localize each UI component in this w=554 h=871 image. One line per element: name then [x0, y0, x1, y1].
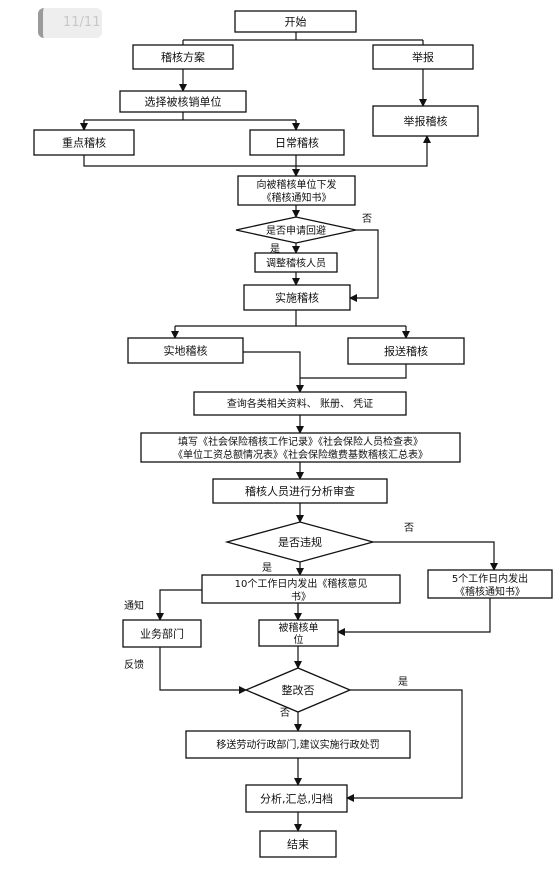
node-report-audit-label: 举报稽核 — [404, 114, 448, 128]
node-daily-audit: 日常稽核 — [249, 129, 345, 156]
node-start-label: 开始 — [285, 15, 307, 29]
node-audit-plan-label: 稽核方案 — [161, 50, 205, 64]
node-audited-unit-line1: 被稽核单 — [279, 621, 319, 634]
node-onsite-audit-label: 实地稽核 — [164, 344, 208, 358]
node-implement-audit: 实施稽核 — [243, 284, 351, 311]
node-fill-forms-line2: 《单位工资总额情况表》《社会保险缴费基数稽核汇总表》 — [173, 448, 428, 461]
decision-apply-recusal-label: 是否申请回避 — [266, 224, 326, 237]
page-indicator-badge: 11/11 — [38, 8, 102, 38]
node-adjust-staff: 调整稽核人员 — [254, 252, 338, 273]
node-implement-audit-label: 实施稽核 — [275, 291, 319, 305]
node-opinion-letter: 10个工作日内发出《稽核意见 书》 — [201, 574, 401, 604]
edge-key-merge — [83, 155, 296, 167]
label-recusal-no: 否 — [362, 213, 372, 225]
label-recusal-yes: 是 — [270, 243, 280, 255]
page-indicator: 11/11 — [63, 15, 101, 30]
decision-violation: 是否违规 — [224, 521, 376, 563]
decision-rectified-label: 整改否 — [282, 683, 315, 697]
edge-submit-query — [300, 364, 407, 379]
node-opinion-letter-line2: 书》 — [291, 591, 311, 603]
edge-select-split — [83, 112, 297, 129]
node-end-label: 结束 — [287, 838, 309, 851]
node-fill-forms: 填写《社会保险稽核工作记录》《社会保险人员检查表》 《单位工资总额情况表》《社会… — [140, 432, 461, 463]
decision-violation-label: 是否违规 — [278, 535, 322, 549]
label-rectified-no: 否 — [280, 707, 290, 719]
node-archive: 分析,汇总,归档 — [245, 784, 348, 813]
node-analysis-review: 稽核人员进行分析审查 — [212, 478, 388, 504]
label-rectified-yes: 是 — [398, 676, 408, 688]
node-notice-5days: 5个工作日内发出 《稽核通知书》 — [427, 569, 553, 599]
node-adjust-staff-label: 调整稽核人员 — [266, 257, 326, 270]
node-select-unit-label: 选择被核销单位 — [145, 95, 222, 109]
label-feedback: 反馈 — [124, 658, 144, 671]
decision-apply-recusal: 是否申请回避 — [235, 216, 357, 244]
node-audit-plan: 稽核方案 — [132, 44, 234, 70]
node-audited-unit: 被稽核单 位 — [258, 619, 339, 647]
node-analysis-review-label: 稽核人员进行分析审查 — [245, 484, 355, 498]
label-notify: 通知 — [124, 599, 144, 612]
node-end: 结束 — [259, 830, 337, 858]
node-transfer-penalty: 移送劳动行政部门,建议实施行政处罚 — [185, 730, 411, 759]
node-archive-label: 分析,汇总,归档 — [260, 792, 333, 806]
node-issue-notice-line1: 向被稽核单位下发 — [257, 178, 337, 191]
node-submit-audit-label: 报送稽核 — [384, 344, 428, 358]
node-submit-audit: 报送稽核 — [347, 337, 465, 365]
node-report-audit: 举报稽核 — [372, 105, 479, 137]
node-notice-5days-line1: 5个工作日内发出 — [452, 572, 528, 585]
connectors — [80, 32, 498, 832]
node-select-unit: 选择被核销单位 — [119, 90, 247, 113]
edge-start-split — [182, 32, 424, 45]
node-transfer-penalty-label: 移送劳动行政部门,建议实施行政处罚 — [216, 738, 379, 751]
node-business-dept: 业务部门 — [122, 619, 202, 648]
edge-implement-split — [175, 310, 406, 327]
node-key-audit: 重点稽核 — [33, 129, 135, 156]
decision-rectified: 整改否 — [244, 667, 352, 713]
edge-business-rectified — [159, 647, 247, 694]
edge-recusal-no — [349, 229, 379, 302]
node-daily-audit-label: 日常稽核 — [275, 136, 319, 150]
edge-merge-reportaudit — [296, 135, 431, 167]
label-violation-no: 否 — [404, 522, 414, 534]
edge-onsite-query — [243, 351, 304, 393]
node-notice-5days-line2: 《稽核通知书》 — [455, 585, 525, 598]
node-report-label: 举报 — [412, 50, 434, 64]
node-opinion-letter-line1: 10个工作日内发出《稽核意见 — [235, 577, 368, 590]
node-audited-unit-line2: 位 — [294, 633, 304, 646]
node-business-dept-label: 业务部门 — [140, 627, 184, 641]
edge-opinion-business — [156, 589, 202, 621]
node-key-audit-label: 重点稽核 — [62, 136, 106, 150]
node-start: 开始 — [234, 10, 357, 33]
node-fill-forms-line1: 填写《社会保险稽核工作记录》《社会保险人员检查表》 — [178, 435, 423, 448]
node-issue-notice-line2: 《稽核通知书》 — [262, 191, 332, 204]
node-query-docs: 查询各类相关资料、 账册、 凭证 — [193, 391, 407, 416]
edge-notice5-unit — [337, 598, 491, 636]
node-onsite-audit: 实地稽核 — [127, 337, 244, 364]
label-violation-yes: 是 — [262, 562, 272, 574]
node-issue-notice: 向被稽核单位下发 《稽核通知书》 — [237, 175, 356, 206]
edge-rectified-yes — [346, 689, 463, 802]
node-report: 举报 — [372, 44, 474, 70]
edge-violation-no — [373, 541, 498, 571]
node-query-docs-label: 查询各类相关资料、 账册、 凭证 — [227, 397, 373, 410]
